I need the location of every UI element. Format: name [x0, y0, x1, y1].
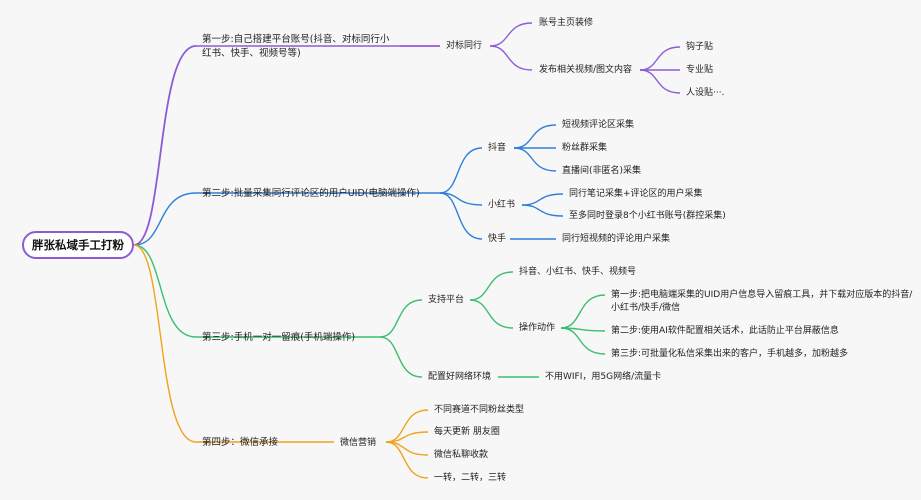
edge-publish-hook	[639, 46, 681, 71]
step2-kuaishou-node[interactable]: 快手	[488, 234, 507, 244]
edge-step2-kuaishou	[439, 192, 483, 240]
edge-root-step3	[133, 244, 197, 338]
edge-actions-3	[560, 327, 606, 355]
step1-homepage-node[interactable]: 账号主页装修	[539, 18, 594, 28]
step2-xhs-notes-node[interactable]: 同行笔记采集+评论区的用户采集	[569, 189, 703, 199]
step2-douyin-fans-node[interactable]: 粉丝群采集	[562, 143, 608, 153]
step2-douyin-node[interactable]: 抖音	[488, 143, 507, 153]
edge-benchmark-homepage	[489, 22, 533, 47]
step3-actions-node[interactable]: 操作动作	[519, 323, 556, 333]
edge-step3-platforms	[379, 299, 423, 338]
root-node[interactable]: 胖张私域手工打粉	[22, 231, 134, 259]
step4-moments-node[interactable]: 每天更新 朋友圈	[434, 427, 500, 437]
step2-xhs-node[interactable]: 小红书	[488, 200, 516, 210]
edge-douyin-comments	[513, 124, 557, 149]
step3-node[interactable]: 第三步:手机一对一留痕(手机端操作)	[202, 332, 356, 343]
edge-xhs-notes	[521, 193, 564, 206]
step3-network-node[interactable]: 配置好网络环境	[428, 372, 492, 382]
step3-action-3-node[interactable]: 第三步:可批量化私信采集出来的客户，手机越多，加粉越多	[611, 349, 849, 359]
step2-xhs-multi-node[interactable]: 至多同时登录8个小红书账号(群控采集)	[569, 211, 726, 221]
step1-pro-post-node[interactable]: 专业贴	[686, 65, 714, 75]
step1-persona-post-node[interactable]: 人设贴···.	[686, 88, 725, 98]
edge-platforms-list	[469, 271, 514, 301]
edge-publish-persona	[639, 69, 681, 94]
step4-payment-node[interactable]: 微信私聊收款	[434, 450, 489, 460]
step1-node[interactable]: 第一步:自己搭建平台账号(抖音、对标同行小红书、快手、视频号等)	[202, 34, 390, 59]
edge-step2-douyin	[439, 147, 483, 194]
edge-actions-1	[560, 294, 606, 329]
step3-platforms-node[interactable]: 支持平台	[428, 295, 465, 305]
edge-root-step2	[133, 192, 197, 246]
step4-conversion-node[interactable]: 一转，二转，三转	[434, 473, 507, 483]
step2-kuaishou-comments-node[interactable]: 同行短视频的评论用户采集	[562, 234, 671, 244]
edge-root-step4	[133, 244, 197, 443]
step4-fan-types-node[interactable]: 不同赛道不同粉丝类型	[434, 405, 525, 415]
step3-network-detail-node[interactable]: 不用WIFI，用5G网络/流量卡	[545, 372, 662, 382]
edge-marketing-fans	[385, 409, 429, 443]
step3-action-1-node[interactable]: 第一步:把电脑端采集的UID用户信息导入留痕工具，并下载对应版本的抖音/小红书/…	[611, 290, 913, 313]
edge-xhs-multi	[521, 204, 564, 217]
step1-publish-node[interactable]: 发布相关视频/图文内容	[539, 65, 633, 75]
edge-platforms-actions	[469, 299, 514, 329]
step2-douyin-live-node[interactable]: 直播间(非匿名)采集	[562, 166, 642, 176]
step2-douyin-comments-node[interactable]: 短视频评论区采集	[562, 120, 635, 130]
edge-root-step1	[133, 45, 197, 246]
edge-douyin-live	[513, 147, 557, 172]
step4-wechat-marketing-node[interactable]: 微信营销	[340, 438, 377, 448]
step1-hook-post-node[interactable]: 钩子贴	[686, 42, 714, 52]
step2-node[interactable]: 第二步:批量采集同行评论区的用户UID(电脑端操作)	[202, 188, 420, 199]
step1-benchmark-node[interactable]: 对标同行	[446, 41, 483, 51]
step3-platforms-list-node[interactable]: 抖音、小红书、快手、视频号	[519, 267, 637, 277]
step3-action-2-node[interactable]: 第二步:使用AI软件配置相关话术，此话防止平台屏蔽信息	[611, 326, 839, 336]
edge-benchmark-publish	[489, 45, 533, 71]
edge-step3-network	[379, 336, 423, 378]
edge-marketing-conversion	[385, 441, 429, 479]
step4-node[interactable]: 第四步：微信承接	[202, 437, 279, 448]
